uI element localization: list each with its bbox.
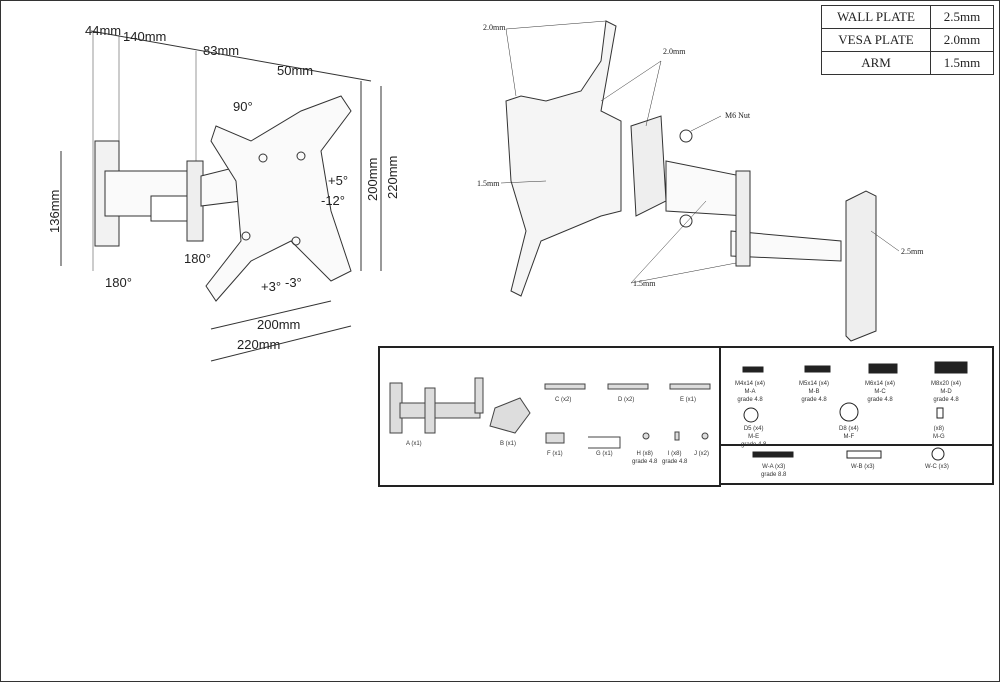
wall-hardware-w-b: W-B (x3)	[851, 464, 875, 470]
dim-200mm-vertical: 200mm	[365, 157, 380, 201]
hw-code: M-G	[933, 434, 945, 440]
part-i-name: I (x8)	[667, 451, 682, 457]
dim-83mm: 83mm	[203, 43, 240, 58]
hardware-m-e: D5 (x4) M-E grade 4.8	[741, 425, 766, 449]
dimension-drawing	[60, 30, 382, 362]
hardware-m-f: D8 (x4) M-F	[839, 425, 859, 441]
hw-code: M-E	[748, 434, 760, 440]
dim-50mm: 50mm	[277, 63, 314, 78]
part-e-label: E (x1)	[680, 397, 697, 403]
part-f-label: F (x1)	[547, 451, 563, 457]
label-wall-thickness: 2.5mm	[901, 247, 924, 256]
hardware-box: M4x14 (x4) M-A grade 4.8 M5x14 (x4) M-B grad…	[719, 346, 994, 449]
parts-list-box: A (x1) B (x1) C (x2) D (x2) E (x1) F (x1…	[378, 346, 721, 487]
part-i-grade: grade 4.8	[662, 459, 688, 465]
part-c-label: C (x2)	[555, 397, 572, 403]
dim-200mm-horizontal: 200mm	[257, 317, 301, 332]
hw-code: M-C	[874, 389, 886, 395]
label-vesa-thickness: 2.0mm	[483, 23, 506, 32]
hw-name: M4x14 (x4)	[735, 381, 766, 387]
hw-code: M-A	[744, 389, 756, 395]
hardware-m-c: M6x14 (x4) M-C grade 4.8	[865, 380, 895, 404]
hardware-m-d: M8x20 (x4) M-D grade 4.8	[931, 380, 961, 404]
part-b-label: B (x1)	[500, 441, 517, 447]
hw-grade: grade 4.8	[867, 397, 893, 403]
hw-grade: grade 4.8	[933, 397, 959, 403]
part-h-label: H (x8) grade 4.8	[632, 450, 657, 466]
hw-name: D5 (x4)	[743, 426, 764, 432]
cell-thickness: 2.0mm	[930, 28, 994, 52]
part-d-label: D (x2)	[618, 397, 635, 403]
cell-part: VESA PLATE	[821, 28, 931, 52]
angle-180-arm: 180°	[184, 251, 211, 266]
part-j-label: J (x2)	[694, 451, 709, 457]
angle-plus5: +5°	[328, 173, 349, 188]
angle-90: 90°	[233, 99, 253, 114]
wall-hardware-box: W-A (x3) grade 8.8 W-B (x3) W-C (x3)	[719, 442, 994, 485]
hw-grade: grade 4.8	[801, 397, 827, 403]
parts-icons	[389, 377, 711, 449]
hw-name: M8x20 (x4)	[931, 381, 962, 387]
hw-name: D8 (x4)	[839, 426, 859, 432]
label-bracket-thickness: 2.0mm	[663, 47, 686, 56]
hardware-m-b: M5x14 (x4) M-B grade 4.8	[799, 380, 829, 404]
hw-grade: grade 4.8	[741, 442, 767, 448]
angle-minus3: -3°	[285, 275, 302, 290]
hw-name: (x8)	[933, 426, 944, 432]
angle-minus12: -12°	[321, 193, 345, 208]
part-i-label: I (x8) grade 4.8	[662, 450, 687, 466]
part-h-name: H (x8)	[636, 451, 653, 457]
label-vesa-arm-thickness: 1.5mm	[477, 179, 500, 188]
hw-name: M6x14 (x4)	[865, 381, 896, 387]
hw-name: W-A (x3)	[762, 464, 786, 470]
hw-grade: grade 4.8	[737, 397, 763, 403]
angle-180-wall: 180°	[105, 275, 132, 290]
dim-140mm: 140mm	[123, 29, 167, 44]
part-h-grade: grade 4.8	[632, 459, 658, 465]
label-arm-thickness: 1.5mm	[633, 279, 656, 288]
hardware-m-a: M4x14 (x4) M-A grade 4.8	[735, 380, 765, 404]
hw-code: M-B	[808, 389, 820, 395]
dim-220mm-horizontal: 220mm	[237, 337, 281, 352]
hw-code: M-F	[843, 434, 855, 440]
dim-44mm: 44mm	[85, 23, 122, 38]
hw-code: M-D	[940, 389, 952, 395]
cell-part: WALL PLATE	[821, 5, 931, 29]
cell-thickness: 2.5mm	[930, 5, 994, 29]
hw-grade: grade 8.8	[761, 472, 787, 478]
cell-thickness: 1.5mm	[930, 51, 994, 75]
hardware-icons	[742, 361, 968, 423]
angle-plus3: +3°	[261, 279, 282, 294]
exploded-drawing	[500, 20, 900, 342]
dim-220mm-vertical: 220mm	[385, 155, 400, 199]
label-m6-nut: M6 Nut	[725, 111, 751, 120]
wall-hardware-w-a: W-A (x3) grade 8.8	[761, 463, 786, 479]
wall-hardware-icons	[752, 447, 945, 461]
part-a-label: A (x1)	[406, 441, 422, 447]
hw-name: M5x14 (x4)	[799, 381, 830, 387]
wall-hardware-w-c: W-C (x3)	[925, 464, 949, 470]
hardware-m-g: (x8) M-G	[933, 425, 945, 441]
cell-part: ARM	[821, 51, 931, 75]
dim-136mm: 136mm	[47, 189, 62, 233]
part-g-label: G (x1)	[596, 451, 613, 457]
